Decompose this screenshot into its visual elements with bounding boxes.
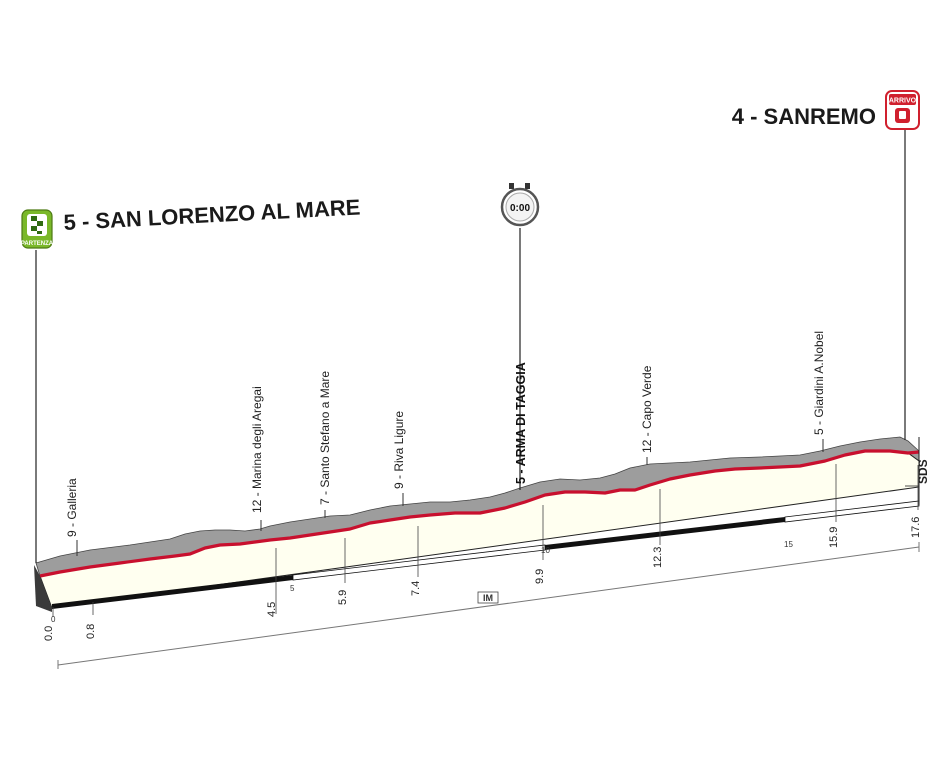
finish-badge-label: ARRIVO (889, 98, 917, 105)
waypoint-galleria: 9 - Galleria (65, 478, 79, 537)
stopwatch-icon: 0:00 (500, 183, 540, 227)
profile-left-side (34, 565, 52, 612)
waypoint-riva-ligure: 9 - Riva Ligure (392, 411, 406, 489)
side-label: SDS (916, 459, 930, 484)
distance-9.9: 9.9 (534, 569, 546, 584)
waypoint-capo-verde: 12 - Capo Verde (640, 365, 654, 453)
distance-12.3: 12.3 (652, 547, 664, 568)
stopwatch-time: 0:00 (510, 203, 530, 214)
km-marker-15: 15 (784, 540, 793, 549)
distance-0.0: 0.0 (43, 626, 55, 641)
km-marker-10: 10 (541, 546, 550, 555)
distance-ticks (52, 464, 919, 617)
distance-4.5: 4.5 (266, 602, 278, 617)
road-baseline (57, 546, 920, 666)
checkered-flag-icon (31, 216, 43, 234)
distance-5.9: 5.9 (337, 590, 349, 605)
road-label: IM (483, 593, 493, 603)
start-badge: PARTENZA (21, 209, 54, 249)
km-scale-bar (52, 500, 920, 609)
distance-0.8: 0.8 (85, 624, 97, 639)
distance-17.6: 17.6 (910, 517, 922, 538)
finish-title: 4 - SANREMO (732, 104, 876, 129)
km-marker-5: 5 (290, 584, 295, 593)
waypoint-giardini: 5 - Giardini A.Nobel (812, 331, 826, 435)
finish-badge: ARRIVO (885, 90, 920, 130)
start-title: 5 - SAN LORENZO AL MARE (63, 194, 361, 235)
waypoint-santo-stefano: 7 - Santo Stefano a Mare (318, 371, 332, 505)
road-line (39, 449, 920, 578)
road-sign: IM (477, 591, 499, 604)
distance-15.9: 15.9 (828, 527, 840, 548)
start-badge-label: PARTENZA (21, 241, 54, 247)
waypoint-marina-aregai: 12 - Marina degli Aregai (250, 386, 264, 513)
km-marker-0: 0 (51, 615, 56, 624)
distance-7.4: 7.4 (410, 581, 422, 596)
waypoint-arma-di-taggia: 5 - ARMA DI TAGGIA (514, 362, 528, 484)
profile-front-face (39, 450, 920, 609)
